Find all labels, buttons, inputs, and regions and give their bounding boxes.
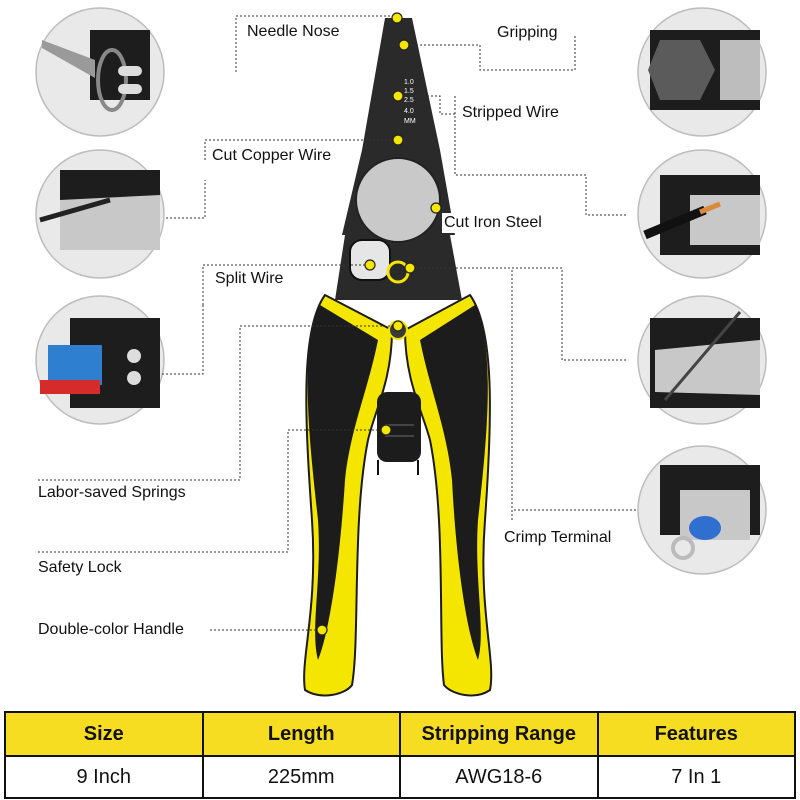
blade-scale-unit: MM [404, 118, 416, 125]
label-gripping: Gripping [495, 23, 560, 43]
thumb-needle-nose [35, 7, 165, 137]
thumb-cut-copper-wire [35, 149, 165, 279]
leader-lines [38, 15, 636, 631]
specs-table: Size Length Stripping Range Features 9 I… [4, 711, 796, 799]
specs-header-stripping-range: Stripping Range [399, 711, 599, 757]
specs-value-features: 7 In 1 [596, 755, 796, 799]
label-needle-nose: Needle Nose [245, 22, 342, 42]
specs-header-size: Size [4, 711, 204, 757]
specs-header-row: Size Length Stripping Range Features [4, 711, 796, 757]
thumb-crimp-terminal [637, 445, 767, 575]
thumb-split-wire [35, 295, 165, 425]
thumb-gripping [637, 7, 767, 137]
blade-scale-size: 1.0 [404, 79, 414, 86]
specs-value-length: 225mm [201, 755, 401, 799]
label-split-wire: Split Wire [213, 269, 286, 289]
label-stripped-wire: Stripped Wire [460, 103, 561, 123]
thumb-cut-iron-steel [637, 295, 767, 425]
callout-dots [316, 12, 442, 636]
label-double-color-handle: Double-color Handle [36, 620, 186, 640]
label-crimp-terminal: Crimp Terminal [502, 528, 614, 548]
specs-value-stripping-range: AWG18-6 [399, 755, 599, 799]
label-safety-lock: Safety Lock [36, 558, 124, 578]
specs-header-features: Features [596, 711, 796, 757]
label-labor-saved-springs: Labor-saved Springs [36, 483, 188, 503]
specs-value-size: 9 Inch [4, 755, 204, 799]
blade-scale-size: 4.0 [404, 108, 414, 115]
label-cut-copper-wire: Cut Copper Wire [210, 146, 334, 166]
blade-scale: 1.0 1.5 2.5 4.0 MM [404, 79, 416, 125]
thumb-stripped-wire [637, 149, 767, 279]
specs-value-row: 9 Inch 225mm AWG18-6 7 In 1 [4, 755, 796, 799]
blade-scale-size: 1.5 [404, 88, 414, 95]
label-cut-iron-steel: Cut Iron Steel [442, 213, 544, 233]
blade-scale-size: 2.5 [404, 97, 414, 104]
specs-header-length: Length [201, 711, 401, 757]
pliers [303, 18, 493, 697]
